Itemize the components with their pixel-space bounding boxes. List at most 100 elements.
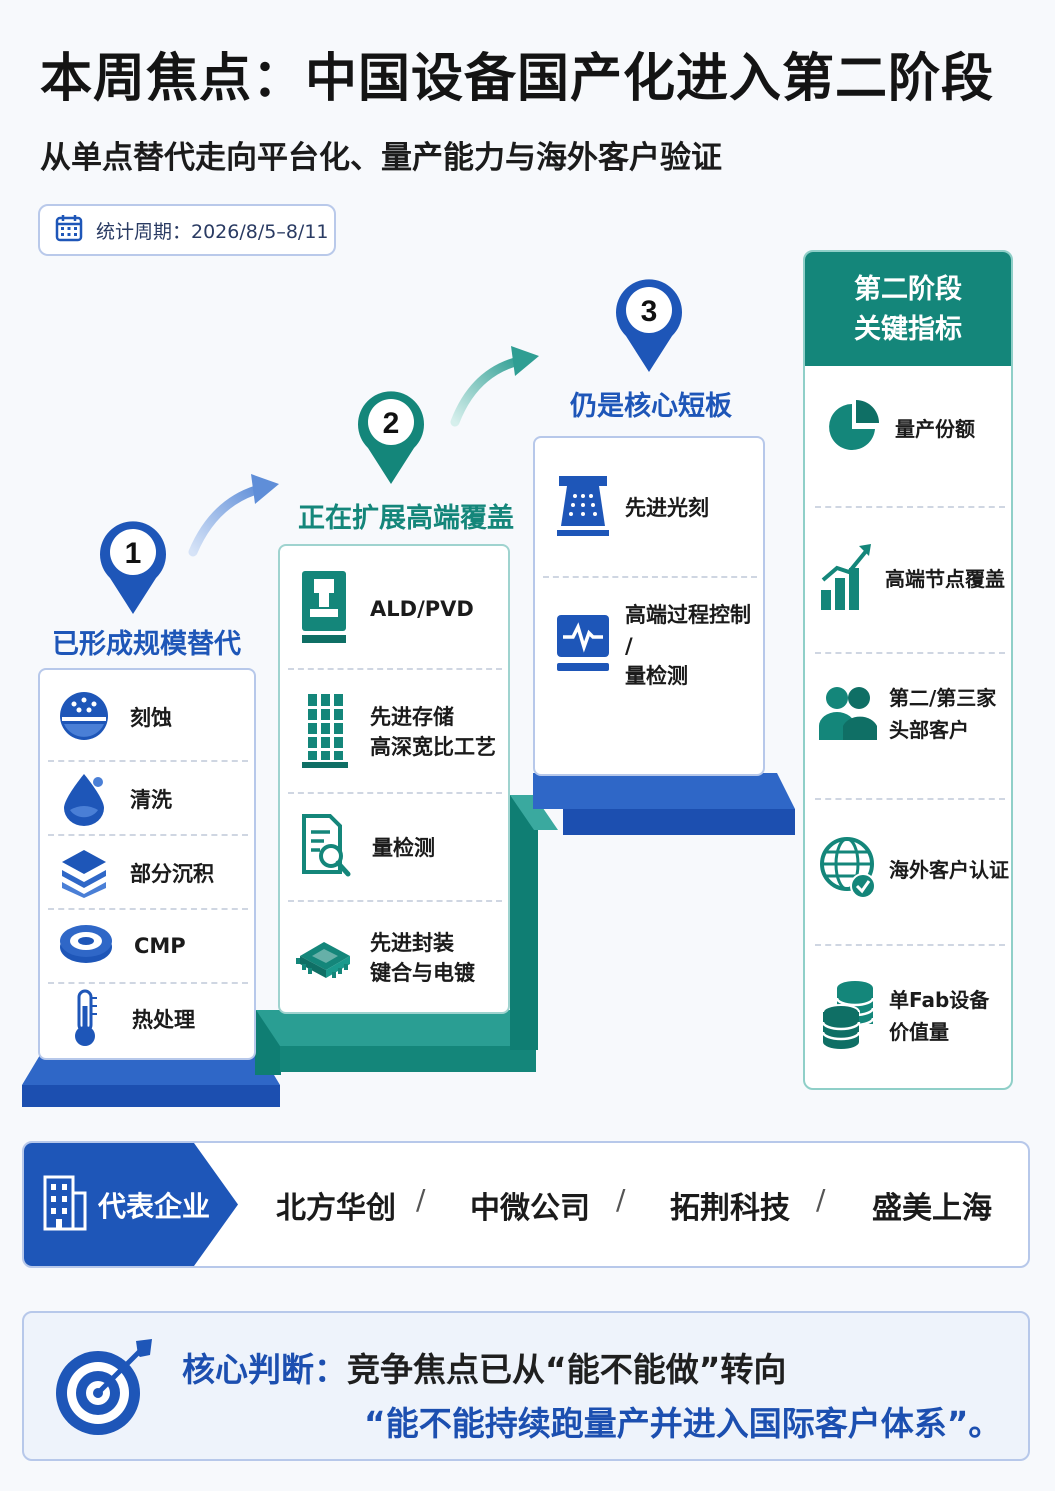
wafer-icon [58, 921, 114, 971]
stage-2-item-inspection: 量检测 [300, 808, 435, 888]
stage-2-item-ald: ALD/PVD [300, 564, 474, 654]
stair-step-1 [22, 1055, 280, 1085]
separator [288, 668, 502, 670]
stage-1-pin: 1 [100, 512, 166, 620]
stage-1-item-thermal: 热处理 [70, 984, 195, 1056]
stage-1-item-clean: 清洗 [58, 764, 172, 836]
stage-3-number: 3 [641, 295, 658, 328]
stage-1-number: 1 [125, 537, 142, 570]
separator [815, 506, 1005, 508]
water-drop-icon [58, 770, 110, 830]
stage-3-item-process-control: 高端过程控制 / 量检测 [555, 598, 763, 694]
page-subtitle: 从单点替代走向平台化、量产能力与海外客户验证 [40, 140, 722, 176]
company-separator: / [416, 1183, 426, 1216]
judgement-box: 核心判断：竞争焦点已从“能不能做”转向 “能不能持续跑量产并进入国际客户体系”。 [22, 1311, 1030, 1461]
stage-1-item-label: 清洗 [130, 787, 172, 812]
stair-riser-3 [510, 795, 538, 1050]
stage-3-item-label: 高端过程控制 / 量检测 [625, 603, 751, 689]
separator [815, 798, 1005, 800]
companies-bar: 代表企业 北方华创 / 中微公司 / 拓荆科技 / 盛美上海 [22, 1141, 1030, 1268]
stage-3-item-litho: 先进光刻 [555, 468, 709, 548]
pie-chart-icon [825, 398, 883, 460]
metric-label: 量产份额 [895, 417, 975, 441]
stage-3-pin: 3 [616, 270, 682, 378]
stage-3-title: 仍是核心短板 [570, 391, 732, 422]
stage-2-pin: 2 [358, 382, 424, 490]
metric-label: 单Fab设备 价值量 [889, 988, 990, 1044]
metric-item: 高端节点覆盖 [819, 542, 1005, 616]
stage-1-item-etch: 刻蚀 [58, 682, 172, 754]
period-text: 统计周期：2026/8/5–8/11 [96, 220, 329, 243]
stage-3-card: 先进光刻 高端过程控制 / 量检测 [533, 436, 765, 776]
memory-stack-icon [300, 690, 350, 774]
company-name: 北方华创 [276, 1191, 396, 1226]
company-name: 拓荆科技 [670, 1191, 790, 1226]
metrics-panel: 第二阶段 关键指标 量产份额 高端节点覆盖 [803, 250, 1013, 1090]
period-badge: 统计周期：2026/8/5–8/11 [38, 204, 336, 256]
etch-icon [58, 690, 110, 746]
stage-2-item-label: 先进存储 高深宽比工艺 [370, 704, 496, 759]
separator [48, 982, 248, 984]
stage-2-item-label: ALD/PVD [370, 596, 474, 621]
stage-1-item-label: 部分沉积 [130, 861, 214, 886]
stage-2-item-label: 量检测 [372, 835, 435, 860]
calendar-icon [54, 213, 84, 248]
lithography-icon [555, 474, 611, 542]
judgement-line-1: 核心判断：竞争焦点已从“能不能做”转向 [182, 1343, 786, 1391]
companies-tag-label: 代表企业 [98, 1189, 211, 1223]
thermometer-icon [70, 988, 100, 1052]
separator [543, 576, 757, 578]
company-name: 中微公司 [470, 1191, 590, 1226]
metric-item: 第二/第三家 头部客户 [819, 682, 996, 746]
companies-tag: 代表企业 [24, 1143, 238, 1266]
stage-2-item-label: 先进封装 键合与电镀 [370, 930, 475, 985]
metrics-title: 第二阶段 关键指标 [805, 252, 1011, 366]
target-icon [52, 1337, 156, 1445]
separator [48, 908, 248, 910]
separator [815, 944, 1005, 946]
judgement-text: 竞争焦点已从“能不能做”转向 [347, 1350, 787, 1389]
stage-2-title: 正在扩展高端覆盖 [298, 503, 514, 534]
separator [48, 834, 248, 836]
arrow-icon-2-to-3 [450, 346, 539, 427]
stair-step-2-face [280, 1046, 536, 1072]
stair-step-1-face [22, 1085, 280, 1107]
separator [288, 900, 502, 902]
globe-check-icon [819, 836, 877, 904]
stage-1-item-label: CMP [134, 933, 186, 958]
building-icon [42, 1171, 88, 1238]
separator [288, 792, 502, 794]
stage-3-item-label: 先进光刻 [625, 495, 709, 520]
stage-1-item-cmp: CMP [58, 910, 186, 982]
separator [48, 760, 248, 762]
metric-label: 海外客户认证 [889, 858, 1009, 882]
coin-stack-icon [819, 978, 877, 1054]
stage-2-item-packaging: 先进封装 键合与电镀 [294, 912, 475, 1004]
stage-2-number: 2 [383, 407, 400, 440]
separator [815, 652, 1005, 654]
stage-1-item-deposition: 部分沉积 [58, 838, 214, 910]
layers-icon [58, 846, 110, 902]
stage-2-card: ALD/PVD 先进存储 高深宽比工艺 量检测 [278, 544, 510, 1014]
inspection-icon [300, 814, 352, 882]
stair-step-3 [533, 773, 795, 809]
stair-step-2 [256, 1010, 536, 1046]
company-separator: / [816, 1183, 826, 1216]
stage-1-item-label: 热处理 [132, 1007, 195, 1032]
growth-chart-icon [819, 542, 873, 616]
arrow-icon-1-to-2 [188, 474, 279, 557]
page-title: 本周焦点：中国设备国产化进入第二阶段 [40, 49, 995, 109]
metric-item: 海外客户认证 [819, 836, 1009, 904]
chip-icon [294, 928, 356, 988]
deposition-tool-icon [300, 569, 348, 649]
metric-item: 单Fab设备 价值量 [819, 978, 989, 1054]
metric-item: 量产份额 [825, 398, 975, 460]
stage-2-item-memory: 先进存储 高深宽比工艺 [300, 684, 496, 780]
company-separator: / [616, 1183, 626, 1216]
judgement-key: 核心判断： [182, 1350, 347, 1389]
stage-1-item-label: 刻蚀 [130, 705, 172, 730]
stage-1-title: 已形成规模替代 [52, 629, 241, 660]
monitor-pulse-icon [555, 613, 611, 679]
metric-label: 第二/第三家 头部客户 [889, 686, 997, 742]
company-name: 盛美上海 [872, 1191, 992, 1226]
